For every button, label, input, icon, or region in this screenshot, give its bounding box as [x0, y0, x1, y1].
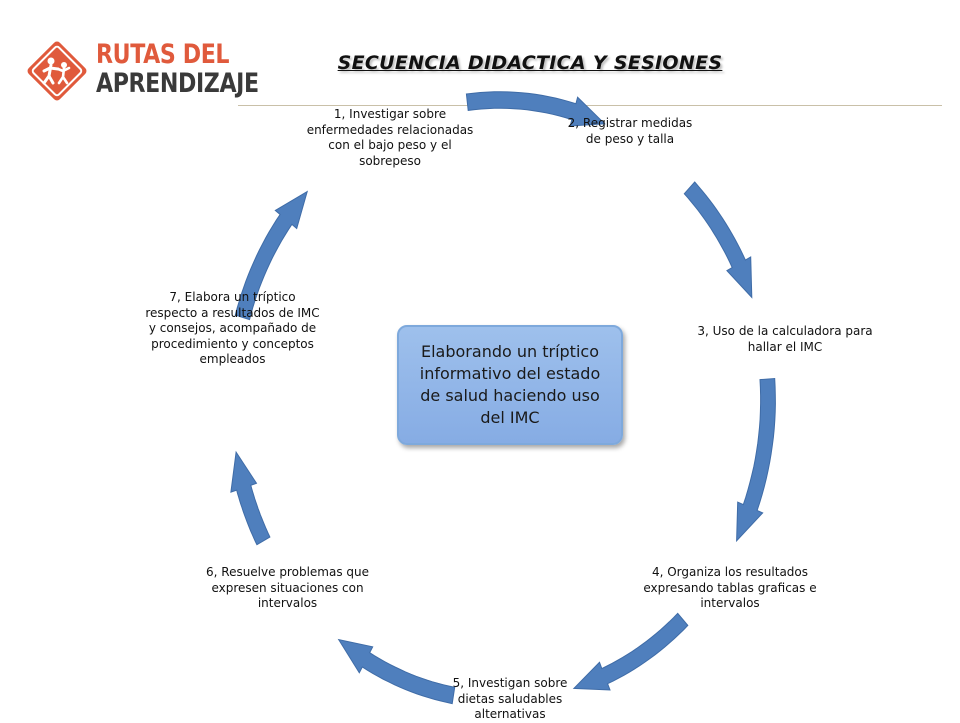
central-goal-text: Elaborando un tríptico informativo del e… — [419, 342, 601, 427]
logo: RUTAS DEL APRENDIZAJE — [22, 36, 259, 106]
cycle-arrow-2 — [683, 181, 753, 299]
logo-line-1: RUTAS DEL — [96, 39, 230, 70]
cycle-arrow-3 — [736, 377, 776, 543]
step-6: 6, Resuelve problemas que expresen situa… — [206, 565, 369, 610]
logo-wordmark: RUTAS DEL APRENDIZAJE — [96, 40, 259, 98]
step-5: 5, Investigan sobre dietas saludables al… — [452, 676, 568, 721]
step-4: 4, Organiza los resultados expresando ta… — [643, 565, 817, 610]
cycle-arrow-5 — [337, 638, 456, 705]
cycle-arrow-1 — [465, 91, 606, 127]
step-2: 2, Registrar medidas de peso y talla — [567, 116, 693, 146]
step-7: 7, Elabora un tríptico respecto a result… — [145, 290, 320, 366]
page-title: SECUENCIA DIDACTICA Y SESIONES — [337, 52, 723, 74]
cycle-arrow-6 — [230, 450, 271, 546]
children-sign-icon — [27, 41, 87, 101]
title-divider — [238, 105, 942, 106]
step-3: 3, Uso de la calculadora para hallar el … — [697, 324, 873, 354]
cycle-arrow-7 — [234, 190, 309, 321]
central-goal-box: Elaborando un tríptico informativo del e… — [397, 325, 623, 445]
step-1: 1, Investigar sobre enfermedades relacio… — [306, 107, 474, 168]
logo-line-2: APRENDIZAJE — [96, 68, 259, 99]
cycle-arrow-4 — [572, 612, 689, 691]
